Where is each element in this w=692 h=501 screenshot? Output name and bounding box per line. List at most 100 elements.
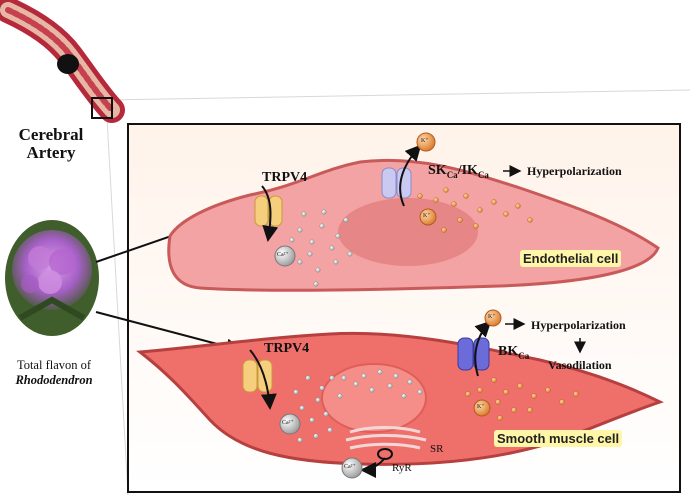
calcium-dot — [321, 209, 327, 215]
potassium-dot — [451, 201, 457, 207]
calcium-dot — [369, 387, 375, 393]
endo-trpv4-channel — [254, 185, 283, 242]
calcium-dot — [309, 417, 315, 423]
potassium-dot — [441, 227, 447, 233]
calcium-dot — [417, 389, 423, 395]
calcium-dot — [299, 405, 305, 411]
potassium-dot — [491, 377, 497, 383]
sarcoplasmic-reticulum — [345, 426, 427, 450]
sr-calcium-ion — [341, 457, 363, 479]
endo-potassium-ion-out — [416, 132, 436, 152]
endothelial-cell-label: Endothelial cell — [520, 250, 622, 267]
zoom-lines — [106, 89, 691, 496]
calcium-dot — [289, 237, 295, 243]
bkca-channel — [457, 320, 492, 377]
calcium-dot — [307, 251, 313, 257]
endo-k-in-text: K⁺ — [423, 213, 431, 219]
bkca-label: BKCa — [498, 344, 530, 361]
sr-calcium-text: Ca²⁺ — [344, 464, 356, 470]
calcium-dot — [327, 427, 333, 433]
calcium-dot — [329, 375, 335, 381]
calcium-dot — [301, 211, 307, 217]
calcium-dot — [401, 393, 407, 399]
artery-label: Cerebral Artery — [18, 125, 84, 162]
potassium-dot — [503, 211, 509, 217]
calcium-dot — [323, 411, 329, 417]
endo-calcium-ion — [274, 245, 296, 267]
smc-potassium-ion-in — [473, 399, 491, 417]
smc-nucleus — [321, 363, 427, 433]
potassium-dot — [559, 399, 565, 405]
sr-label: SR — [430, 443, 444, 455]
endo-k-out-text: K⁺ — [421, 138, 429, 144]
smooth-muscle-cell-label: Smooth muscle cell — [494, 430, 623, 447]
calcium-dot — [393, 373, 399, 379]
calcium-dot — [337, 393, 343, 399]
sk-ik-channel — [381, 144, 422, 207]
potassium-dot — [473, 223, 479, 229]
potassium-dot — [527, 407, 533, 413]
endothelial-nucleus — [338, 198, 478, 266]
effect-arrows — [503, 165, 586, 354]
calcium-dot — [407, 379, 413, 385]
calcium-dot — [313, 281, 319, 287]
smc-calcium-text: Ca²⁺ — [282, 420, 294, 426]
calcium-dot — [319, 223, 325, 229]
calcium-dot — [319, 385, 325, 391]
sk-ik-label: SKCa/IKCa — [428, 163, 489, 180]
calcium-dot — [341, 375, 347, 381]
potassium-dot — [417, 193, 423, 199]
smc-k-in-text: K⁺ — [477, 404, 485, 410]
endo-calcium-text: Ca²⁺ — [277, 252, 289, 258]
potassium-dot — [517, 383, 523, 389]
smc-calcium-ion — [279, 413, 301, 435]
artery-illustration — [0, 0, 125, 123]
smc-trpv4-channel — [242, 349, 277, 410]
calcium-dot — [293, 389, 299, 395]
ion-dots — [289, 187, 579, 443]
potassium-dot — [463, 193, 469, 199]
zoom-box — [91, 97, 113, 119]
calcium-dot — [387, 383, 393, 389]
smc-k-out-text: K⁺ — [488, 314, 496, 320]
potassium-dot — [433, 197, 439, 203]
potassium-dot — [573, 391, 579, 397]
calcium-dot — [361, 373, 367, 379]
calcium-dot — [333, 259, 339, 265]
potassium-dot — [531, 393, 537, 399]
calcium-dot — [343, 217, 349, 223]
potassium-dot — [545, 387, 551, 393]
ryr-label: RyR — [392, 462, 412, 474]
vasodilation-label: Vasodilation — [548, 358, 612, 372]
potassium-dot — [443, 187, 449, 193]
potassium-dot — [511, 407, 517, 413]
endo-potassium-ion-in — [419, 208, 437, 226]
potassium-dot — [491, 199, 497, 205]
endo-hyperpolarization-label: Hyperpolarization — [527, 164, 622, 178]
calcium-dot — [315, 267, 321, 273]
rhododendron-image — [5, 220, 99, 336]
potassium-dot — [497, 415, 503, 421]
potassium-dot — [527, 217, 533, 223]
potassium-dot — [465, 391, 471, 397]
calcium-dot — [305, 375, 311, 381]
potassium-dot — [515, 203, 521, 209]
calcium-dot — [335, 233, 341, 239]
potassium-dot — [503, 389, 509, 395]
calcium-dot — [297, 437, 303, 443]
smc-hyperpolarization-label: Hyperpolarization — [531, 318, 626, 332]
smc-potassium-ion-out — [484, 309, 502, 327]
potassium-dot — [477, 207, 483, 213]
potassium-dot — [457, 217, 463, 223]
extract-label: Total flavon of Rhododendron — [15, 358, 93, 387]
calcium-dot — [313, 433, 319, 439]
ion-circles — [274, 132, 502, 479]
calcium-dot — [297, 259, 303, 265]
calcium-dot — [315, 397, 321, 403]
calcium-dot — [297, 227, 303, 233]
smc-trpv4-label: TRPV4 — [264, 341, 310, 356]
potassium-dot — [477, 387, 483, 393]
calcium-dot — [309, 239, 315, 245]
calcium-dot — [347, 251, 353, 257]
